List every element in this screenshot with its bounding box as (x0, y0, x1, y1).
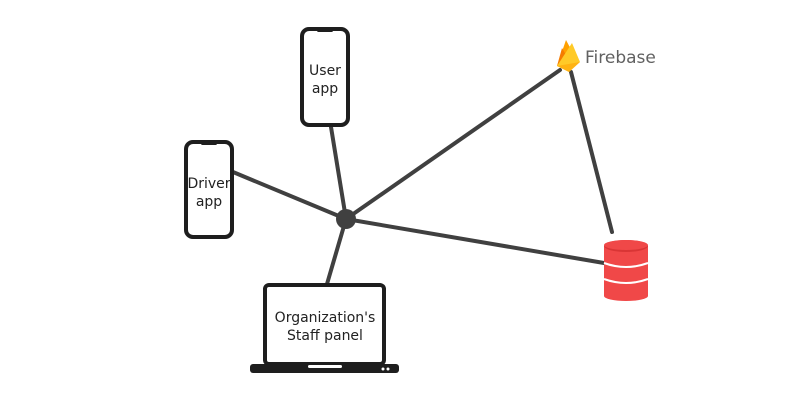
phone-notch (201, 142, 217, 145)
edge-hub-driver-app (231, 170, 348, 221)
driver-app-label-line1: Driver (187, 176, 230, 192)
connections (231, 68, 614, 286)
laptop-light (386, 367, 390, 371)
hub-node (336, 209, 356, 229)
edge-hub-user-app (329, 125, 348, 221)
firebase-logo: Firebase (557, 40, 656, 72)
firebase-flame-icon (557, 40, 580, 72)
database-icon (603, 240, 649, 301)
laptop-trackpad-notch (308, 365, 342, 368)
staff-panel-label-line1: Organization's (275, 310, 376, 326)
edge-hub-staff-panel (325, 217, 348, 286)
edge-hub-database (344, 217, 606, 265)
laptop-light (381, 367, 385, 371)
user-app-label-line1: User (309, 63, 341, 79)
edge-hub-firebase (344, 68, 562, 221)
staff-panel-label-line2: Staff panel (287, 328, 363, 344)
driver-app-label-line2: app (196, 194, 222, 210)
user-app-label-line2: app (312, 81, 338, 97)
firebase-label: Firebase (585, 48, 656, 68)
edge-firebase-database (569, 70, 614, 234)
phone-notch (317, 29, 333, 32)
laptop-base (250, 364, 399, 373)
staff-panel-laptop: Organization's Staff panel (250, 283, 399, 373)
user-app-phone: User app (300, 27, 350, 127)
driver-app-phone: Driver app (184, 140, 234, 239)
